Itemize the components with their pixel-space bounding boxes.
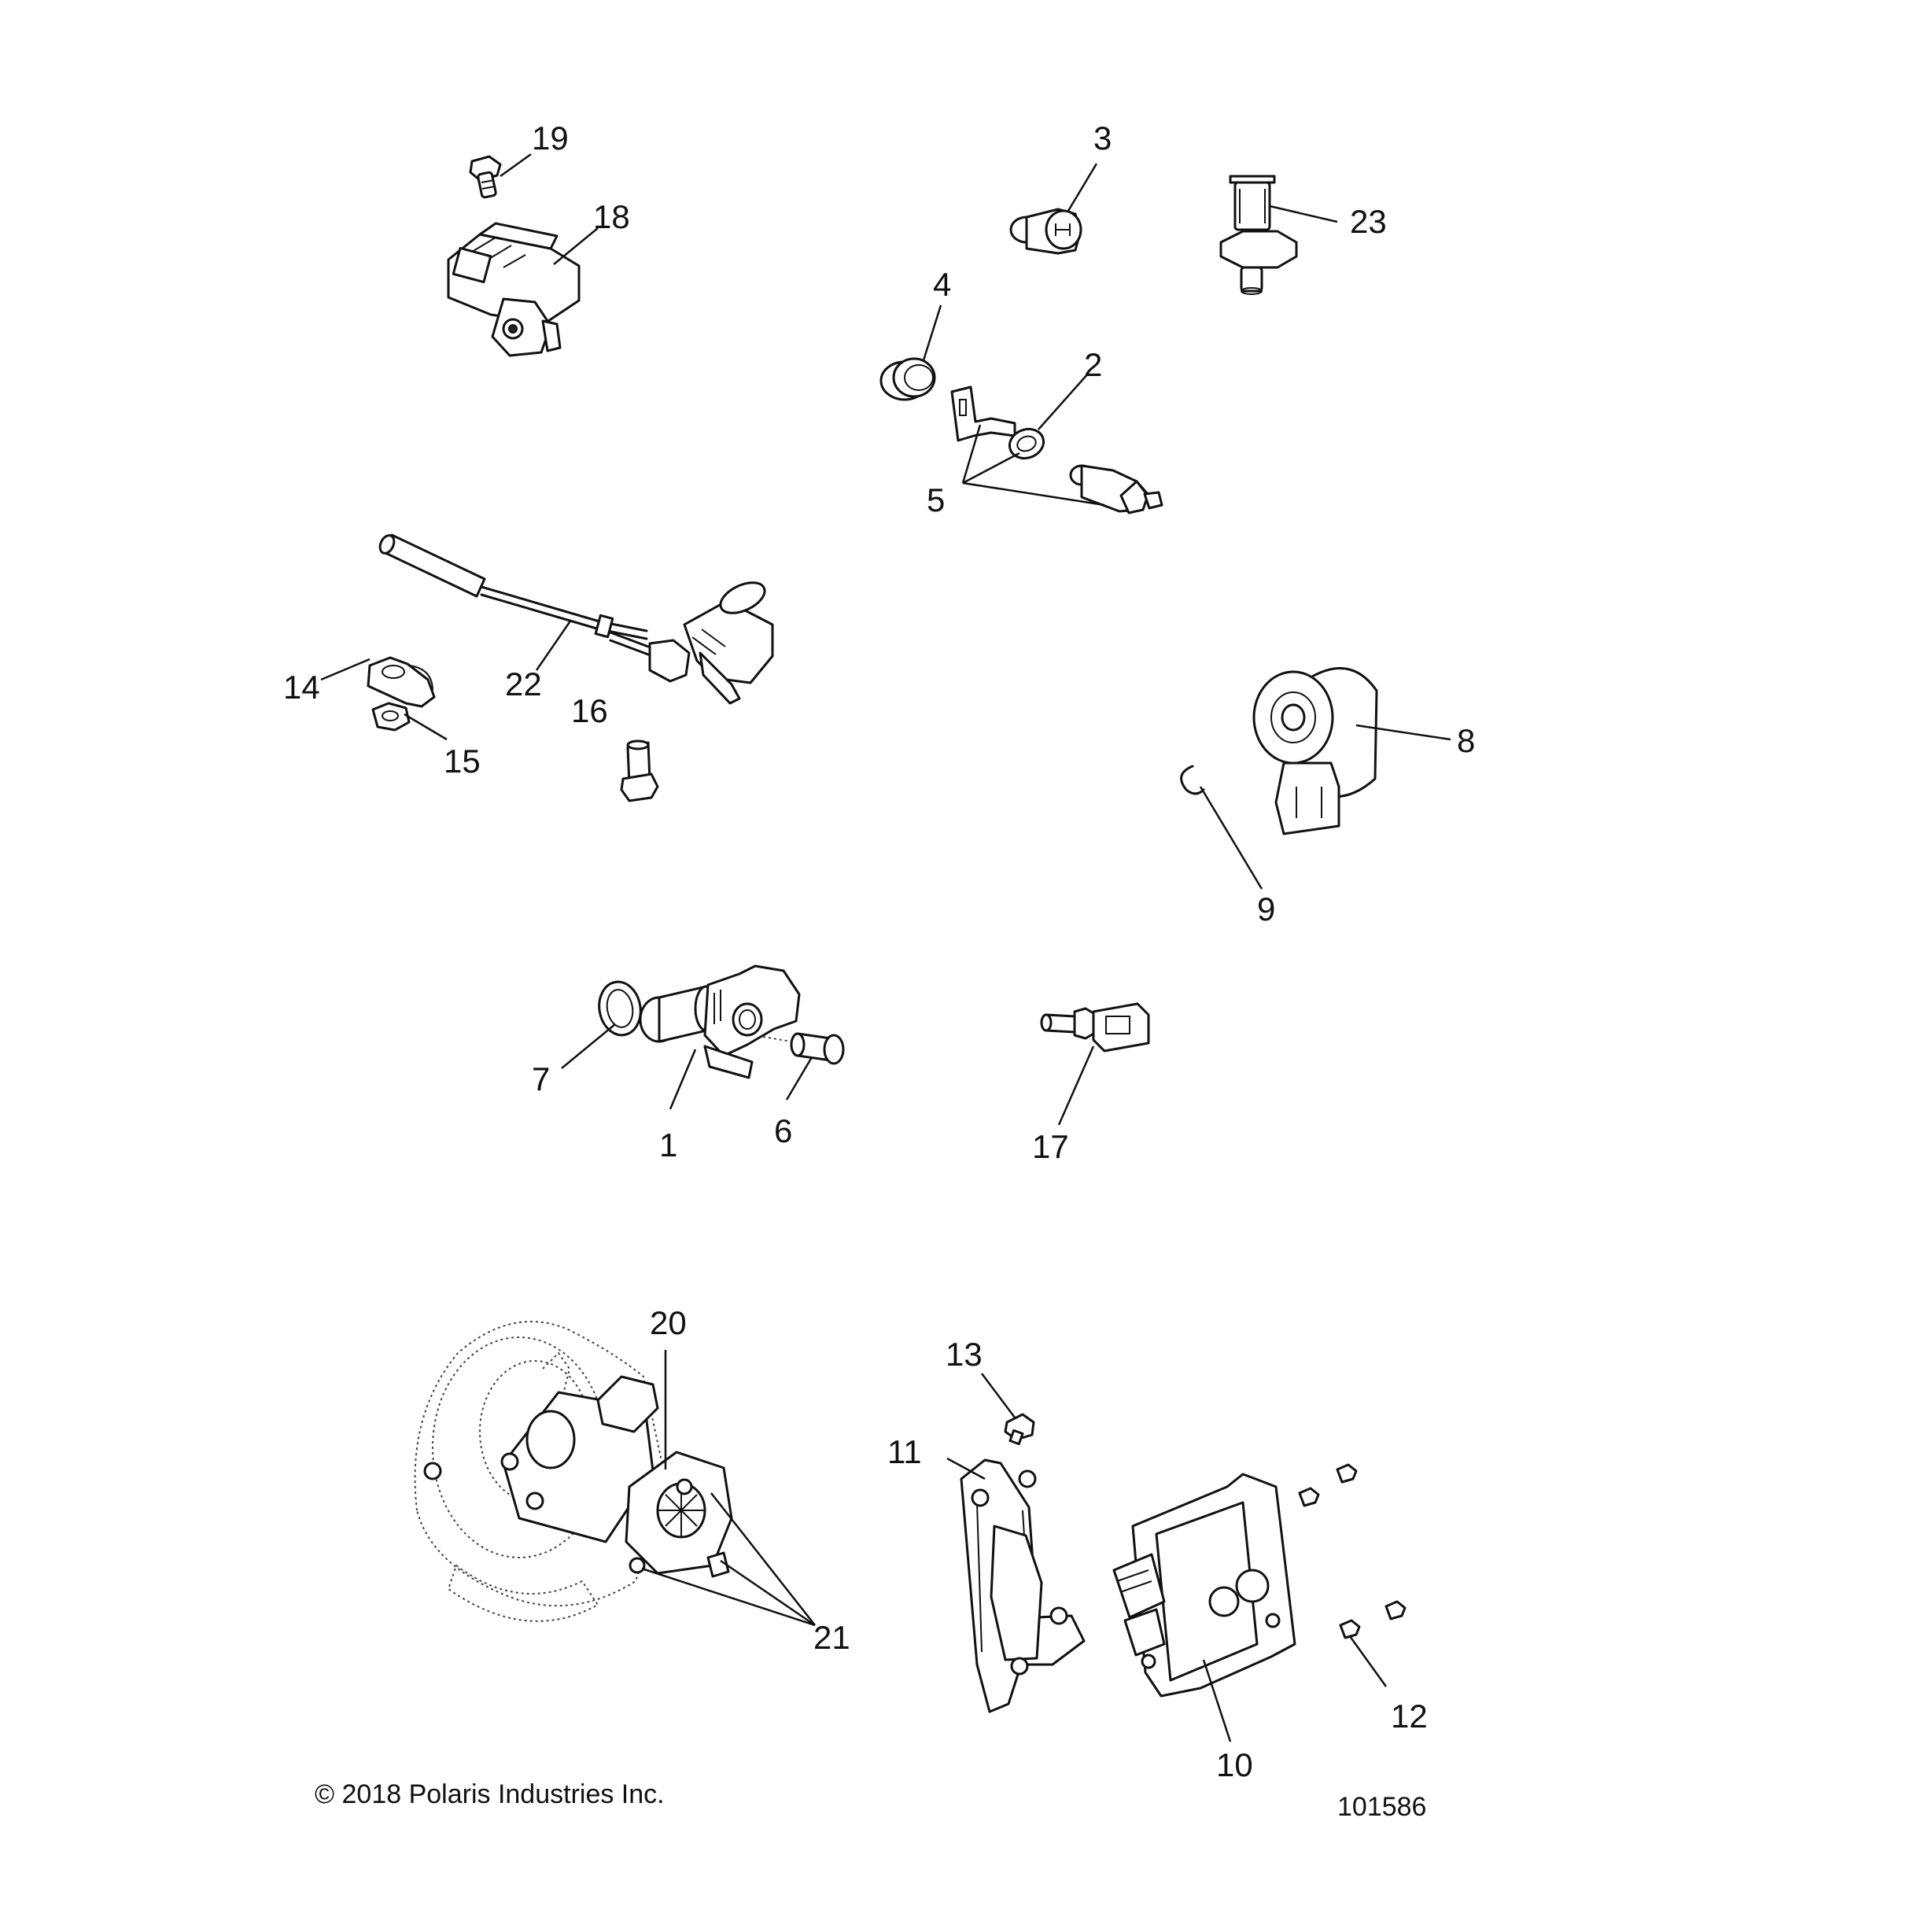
callout-23: 23 bbox=[1350, 203, 1387, 240]
callout-4: 4 bbox=[933, 266, 951, 303]
callout-11: 11 bbox=[887, 1433, 922, 1470]
part-8-knock-sensor bbox=[1252, 667, 1378, 835]
callout-17: 17 bbox=[1032, 1128, 1069, 1165]
callout-9: 9 bbox=[1257, 890, 1275, 927]
part-20-throttle-body bbox=[414, 1321, 669, 1622]
callout-7: 7 bbox=[532, 1060, 550, 1097]
part-21-tps-sensor bbox=[625, 1451, 733, 1578]
callout-5: 5 bbox=[927, 481, 945, 518]
part-23-pressure-switch bbox=[1219, 175, 1298, 295]
part-10-ecu bbox=[1112, 1473, 1296, 1698]
copyright-text: © 2018 Polaris Industries Inc. bbox=[315, 1779, 665, 1809]
part-18-map-sensor bbox=[447, 222, 581, 357]
part-2-washer bbox=[1008, 427, 1045, 460]
part-7-oring bbox=[598, 980, 642, 1037]
part-22-speed-sensor bbox=[378, 533, 774, 705]
part-16-bolt bbox=[620, 739, 659, 802]
callout-10: 10 bbox=[1216, 1746, 1253, 1783]
callout-18: 18 bbox=[593, 198, 630, 235]
callout-16: 16 bbox=[571, 692, 608, 729]
leader-lines bbox=[320, 153, 1451, 1742]
callout-21: 21 bbox=[813, 1619, 850, 1656]
part-6-sleeve bbox=[762, 1032, 845, 1065]
callout-1: 1 bbox=[659, 1126, 677, 1163]
part-19-bolt bbox=[469, 155, 502, 199]
part-17-temp-sensor bbox=[1040, 1002, 1150, 1053]
callout-20: 20 bbox=[650, 1304, 687, 1341]
part-9-eclip bbox=[1180, 765, 1205, 795]
callout-labels: 1 2 3 4 5 6 7 8 9 10 11 12 13 14 15 16 1… bbox=[283, 120, 1475, 1783]
callout-13: 13 bbox=[946, 1336, 983, 1373]
part-11-bracket bbox=[960, 1458, 1086, 1713]
callout-3: 3 bbox=[1093, 120, 1112, 157]
part-14-clip bbox=[367, 656, 436, 708]
figure-number: 101586 bbox=[1337, 1792, 1426, 1822]
callout-2: 2 bbox=[1084, 346, 1102, 383]
callout-15: 15 bbox=[444, 743, 481, 780]
callout-22: 22 bbox=[505, 666, 542, 702]
part-13-screw bbox=[1004, 1413, 1035, 1446]
part-15-nut bbox=[371, 702, 411, 732]
callout-14: 14 bbox=[283, 669, 320, 706]
part-4-cap bbox=[879, 357, 936, 401]
part-5-clip bbox=[950, 385, 1016, 442]
part-12-screws bbox=[1298, 1463, 1407, 1639]
callout-19: 19 bbox=[532, 120, 569, 157]
callout-6: 6 bbox=[774, 1112, 792, 1149]
part-1-cam-sensor bbox=[639, 964, 801, 1079]
callout-8: 8 bbox=[1457, 722, 1475, 759]
part-5-temp-sensor bbox=[1069, 464, 1163, 514]
callout-12: 12 bbox=[1391, 1698, 1428, 1735]
part-3-plug bbox=[1009, 208, 1082, 255]
